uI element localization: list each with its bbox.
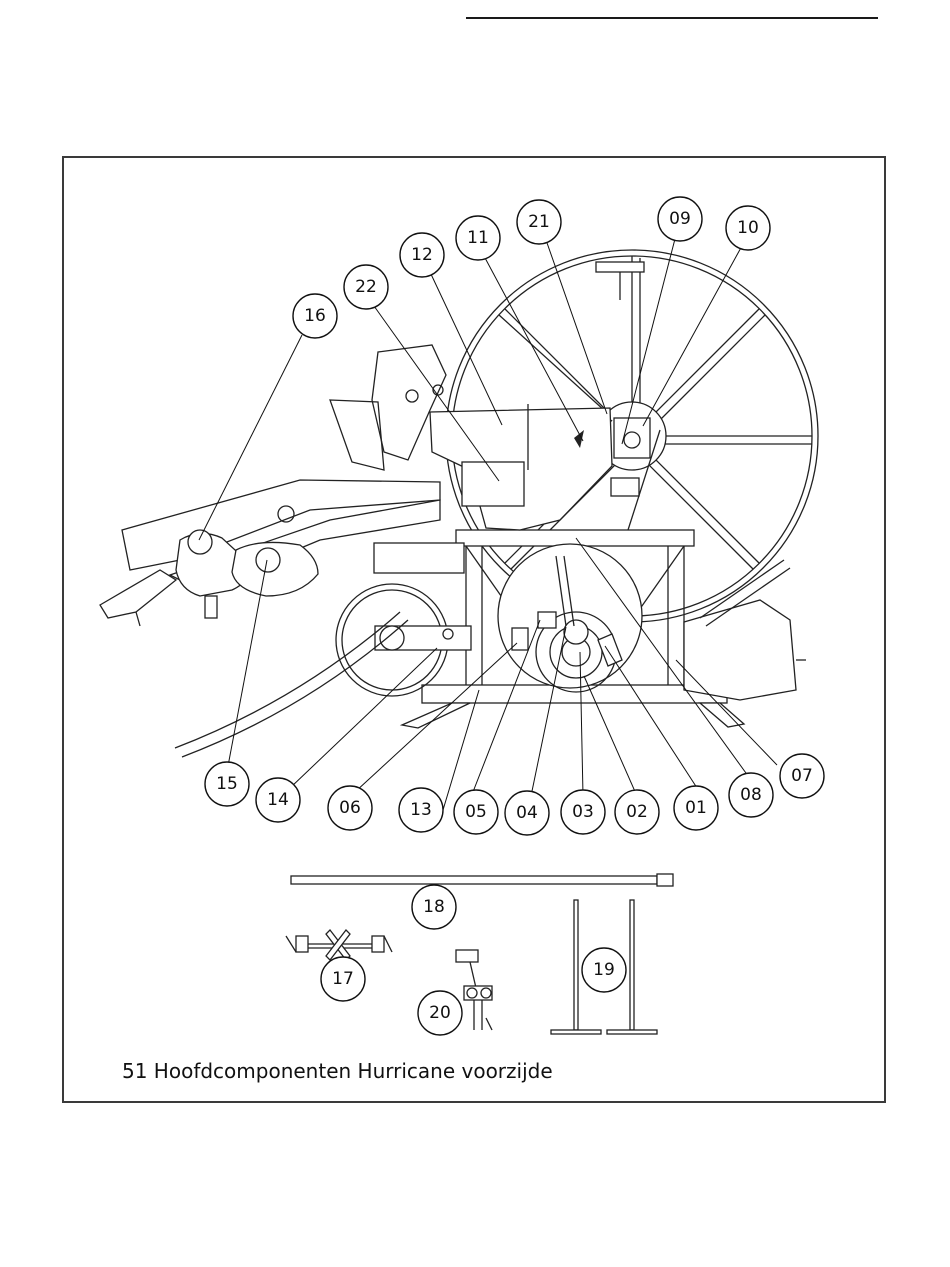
callout-10-label: 10 — [737, 218, 759, 238]
callout-01: 01 — [674, 786, 718, 830]
callout-21: 21 — [517, 200, 561, 244]
callout-05: 05 — [454, 790, 498, 834]
callout-20-label: 20 — [429, 1003, 451, 1023]
header-rule — [466, 17, 878, 19]
callout-15: 15 — [205, 762, 249, 806]
callout-06: 06 — [328, 786, 372, 830]
callout-21-label: 21 — [528, 212, 550, 232]
callout-12: 12 — [400, 233, 444, 277]
callout-07-label: 07 — [791, 766, 813, 786]
callout-14-label: 14 — [267, 790, 289, 810]
callout-22: 22 — [344, 265, 388, 309]
callout-05-label: 05 — [465, 802, 487, 822]
callout-22-label: 22 — [355, 277, 377, 297]
rear-chassis — [684, 560, 806, 700]
callout-09: 09 — [658, 197, 702, 241]
callout-08-label: 08 — [740, 785, 762, 805]
callout-11: 11 — [456, 216, 500, 260]
drawbar — [100, 480, 464, 626]
callout-13-label: 13 — [410, 800, 432, 820]
callout-16-label: 16 — [304, 306, 326, 326]
callout-06-label: 06 — [339, 798, 361, 818]
part-18-bar — [291, 874, 673, 886]
callout-04: 04 — [505, 791, 549, 835]
callout-09-label: 09 — [669, 209, 691, 229]
callout-03: 03 — [561, 790, 605, 834]
callout-16: 16 — [293, 294, 337, 338]
callout-02: 02 — [615, 790, 659, 834]
callout-02-label: 02 — [626, 802, 648, 822]
callout-10: 10 — [726, 206, 770, 250]
callout-07: 07 — [780, 754, 824, 798]
callout-13: 13 — [399, 788, 443, 832]
machine-drawing: 01 02 03 04 05 06 07 08 09 10 11 12 — [62, 156, 886, 1056]
callout-19-label: 19 — [593, 960, 615, 980]
callout-08: 08 — [729, 773, 773, 817]
callout-18: 18 — [412, 885, 456, 929]
callout-15-label: 15 — [216, 774, 238, 794]
hose-line — [175, 612, 400, 748]
callout-14: 14 — [256, 778, 300, 822]
callout-19: 19 — [582, 948, 626, 992]
figure-caption: 51 Hoofdcomponenten Hurricane voorzijde — [122, 1059, 553, 1083]
part-17-shaft — [286, 930, 392, 960]
callout-03-label: 03 — [572, 802, 594, 822]
callout-04-label: 04 — [516, 803, 538, 823]
callout-17-label: 17 — [332, 969, 354, 989]
support-wheel — [336, 584, 471, 696]
callout-11-label: 11 — [467, 228, 489, 248]
callout-20: 20 — [418, 991, 462, 1035]
callout-18-label: 18 — [423, 897, 445, 917]
callout-12-label: 12 — [411, 245, 433, 265]
callout-01-label: 01 — [685, 798, 707, 818]
callout-17: 17 — [321, 957, 365, 1001]
